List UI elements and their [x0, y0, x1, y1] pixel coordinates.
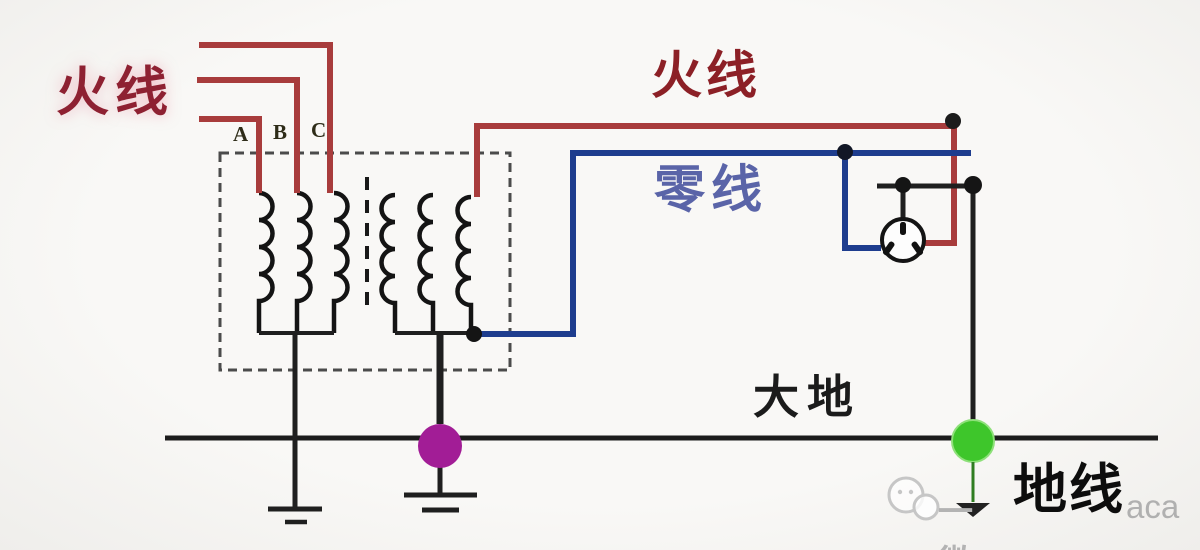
neutral-star-junction-dot [466, 326, 482, 342]
live-wire-phase-a-in [199, 116, 262, 193]
wechat-icon [887, 476, 940, 521]
phase-label-c: C [311, 118, 327, 142]
socket-right-slot [911, 241, 924, 256]
neutral-branch-junction-dot [837, 144, 853, 160]
protective-earth-arrow [956, 503, 990, 517]
live-wire-label-left: 火线 [56, 63, 174, 122]
ground-wire-label: 地线 [1013, 460, 1125, 520]
neutral-wire-main [474, 150, 971, 337]
secondary-coil-b [417, 192, 436, 333]
working-ground-node [418, 424, 462, 468]
pole-earth-junction-dot [964, 176, 982, 194]
socket-left-slot [882, 241, 895, 256]
live-wire-phase-b-in [197, 77, 300, 193]
socket-earth-junction-dot [895, 177, 911, 193]
primary-coil-c [331, 190, 350, 333]
phase-label-b: B [273, 120, 288, 144]
live-corner-junction-dot [945, 113, 961, 129]
live-wire-label-right: 火线 [651, 47, 762, 104]
socket-outline [880, 217, 926, 263]
neutral-wire-branch-to-socket [842, 153, 881, 251]
watermark-suffix: aca [1126, 488, 1180, 525]
primary-coil-b [294, 190, 313, 333]
phase-label-a: A [233, 122, 249, 146]
protective-earth-node [951, 419, 995, 463]
watermark-prefix: 一微信号 [938, 493, 975, 550]
transformer-box [218, 151, 512, 372]
secondary-coil-c [455, 194, 474, 333]
neutral-wire-label: 零线 [654, 161, 769, 218]
secondary-coil-a [379, 192, 398, 333]
live-wire-phase-c-in [199, 42, 333, 193]
primary-coil-a [256, 190, 275, 333]
socket-ground-slot [900, 222, 906, 235]
earth-label: 大地 [753, 371, 861, 423]
